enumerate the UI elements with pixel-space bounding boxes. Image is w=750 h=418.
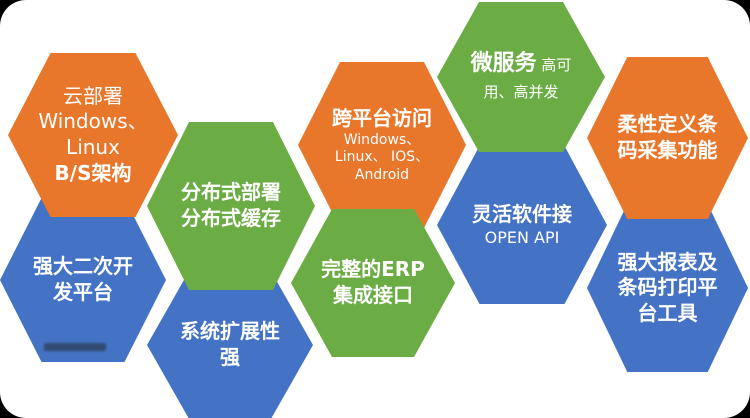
hex-label: 强大二次开发平台 [33,254,133,304]
hex-microservice: 微服务 高可用、高并发 [437,2,605,152]
hex-label-title: 微服务 [470,51,537,77]
hex-label-line: Windows、 [38,109,148,134]
hex-label-title: 跨平台访问 [332,105,432,130]
hex-label-line: 分布式部署 [181,180,281,205]
hex-label-line: Android [354,166,410,183]
hex-system-scalability: 系统扩展性强 [147,272,313,418]
hex-label-line: Linux、 IOS、 [334,149,430,166]
hex-label-line: 云部署 [63,83,123,108]
hex-label: 跨平台访问 Windows、 Linux、 IOS、 Android [323,106,441,184]
hex-label: 完整的ERP 集成接口 [314,257,432,308]
hex-label: 柔性定义条码采集功能 [617,112,718,162]
hex-cloud-deployment: 云部署 Windows、 Linux B/S架构 [8,53,178,217]
watermark [44,343,106,351]
hex-label: 强大报表及条码打印平台工具 [617,249,718,325]
hex-label-subtitle: 高可用、高并发 [483,56,572,102]
hex-open-api: 灵活软件接 OPEN API [437,146,607,304]
hex-label-line: 集成接口 [333,283,413,307]
hex-label-line: Windows、 [343,131,421,148]
hex-label-subtitle: OPEN API [484,227,560,247]
hex-label-line: B/S架构 [54,160,132,185]
hex-label: 微服务 高可用、高并发 [462,50,580,104]
hex-cross-platform-access: 跨平台访问 Windows、 Linux、 IOS、 Android [298,62,466,228]
hex-report-barcode-print: 强大报表及条码打印平台工具 [587,204,748,372]
hex-secondary-dev-platform: 强大二次开发平台 [0,198,166,362]
hex-label-title: 灵活软件接 [472,201,572,226]
hex-erp-integration: 完整的ERP 集成接口 [291,209,455,357]
hex-label: 云部署 Windows、 Linux B/S架构 [34,84,152,186]
hex-label-line: Linux [66,135,120,159]
hex-flexible-barcode-collection: 柔性定义条码采集功能 [587,57,748,219]
hex-distributed-deployment: 分布式部署 分布式缓存 [147,122,315,290]
hex-label: 分布式部署 分布式缓存 [172,180,290,231]
hex-label: 灵活软件接 OPEN API [463,202,581,248]
hex-label-line: 完整的ERP [321,257,425,282]
hex-label: 系统扩展性强 [180,319,280,369]
hex-label-line: 分布式缓存 [181,206,281,230]
